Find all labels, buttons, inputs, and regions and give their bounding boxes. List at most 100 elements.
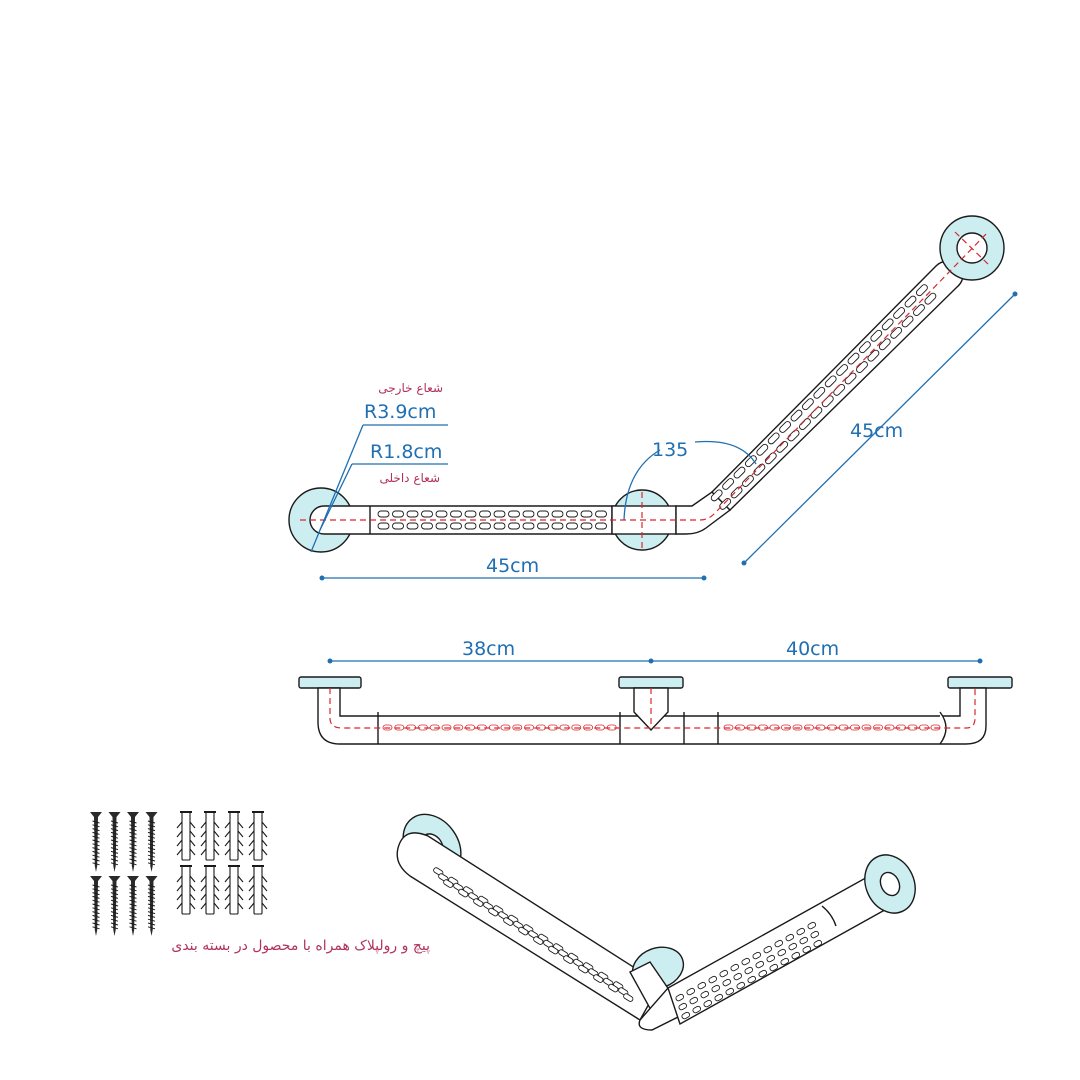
grip-slot xyxy=(711,984,721,993)
grip-slot xyxy=(700,990,710,999)
right-span: 40cm xyxy=(786,638,839,660)
grip-slot xyxy=(722,978,732,987)
wall-plug-icon-group xyxy=(176,811,268,915)
grip-slot xyxy=(856,361,868,374)
grip-slot xyxy=(767,432,780,445)
grip-slot xyxy=(733,466,746,479)
grip-slot xyxy=(796,927,806,936)
grip-slot xyxy=(870,329,883,342)
grip-slot xyxy=(421,510,433,518)
grip-slot xyxy=(758,969,768,978)
grip-slot xyxy=(473,898,484,907)
grip-slot xyxy=(776,440,789,453)
top-bar-grip-slots xyxy=(377,510,607,530)
grip-slot xyxy=(753,463,766,476)
grip-slot xyxy=(678,1002,688,1011)
grip-slot xyxy=(392,522,404,530)
screw-icon-group xyxy=(90,812,158,936)
grip-slot xyxy=(435,510,448,518)
grip-slot xyxy=(537,510,549,518)
grip-slot xyxy=(566,510,578,518)
screw-icon xyxy=(90,876,102,936)
grip-slot xyxy=(791,951,801,960)
grip-slot xyxy=(742,475,754,488)
grip-slot xyxy=(421,522,433,530)
grip-slot xyxy=(551,510,564,518)
inner-radius-label: شعاع داخلی xyxy=(379,471,440,485)
grip-slot xyxy=(493,522,506,530)
side-right-flange xyxy=(947,676,1013,689)
grip-slot xyxy=(764,452,777,465)
grip-slot xyxy=(736,981,746,990)
grip-slot xyxy=(593,974,604,983)
grip-slot xyxy=(730,963,740,972)
grip-slot xyxy=(785,933,795,942)
grip-slot xyxy=(722,478,735,490)
grip-slot xyxy=(730,486,743,499)
outer-radius-value: R3.9cm xyxy=(364,401,436,423)
grip-slot xyxy=(503,917,514,926)
grip-slot xyxy=(755,960,765,969)
grip-slot xyxy=(493,510,506,518)
wall-plug-icon xyxy=(200,811,220,861)
grip-slot xyxy=(377,522,390,530)
grip-slot xyxy=(392,510,404,518)
outer-radius-label: شعاع خارجی xyxy=(378,381,443,396)
grip-slot xyxy=(915,284,928,297)
grip-slot xyxy=(858,341,871,354)
grip-slot xyxy=(878,338,891,351)
grip-slot xyxy=(744,455,757,468)
diagonal-bar xyxy=(711,260,964,511)
grip-slot xyxy=(450,510,462,518)
grip-slot xyxy=(708,975,718,984)
grip-slot xyxy=(741,957,751,966)
grip-slot xyxy=(508,510,520,518)
grip-slot xyxy=(813,939,823,948)
grip-slot xyxy=(406,522,419,530)
wall-plug-icon xyxy=(224,865,244,915)
screw-icon xyxy=(90,812,102,872)
grip-slot xyxy=(580,510,593,518)
grip-slot xyxy=(924,292,937,305)
top-view: شعاع خارجی R3.9cm R1.8cm شعاع داخلی 135 … xyxy=(288,215,1018,581)
wall-plug-icon xyxy=(176,865,196,915)
grip-slot xyxy=(458,888,469,898)
grip-slot xyxy=(844,372,857,385)
grip-slot xyxy=(901,315,914,328)
grip-slot xyxy=(406,510,419,518)
grip-slot xyxy=(799,936,809,945)
grip-slot xyxy=(479,522,491,530)
grip-slot xyxy=(443,879,454,888)
grip-slot xyxy=(537,522,549,530)
grip-slot xyxy=(533,936,544,945)
side-view: 38cm 40cm xyxy=(298,638,1013,745)
grip-slot xyxy=(714,993,724,1002)
wall-plug-icon xyxy=(224,811,244,861)
grip-slot xyxy=(774,939,784,948)
grip-slot xyxy=(744,966,754,975)
iso-right-bar-grip-slots xyxy=(675,921,823,1020)
grip-slot xyxy=(904,295,917,308)
hardware-caption: پیچ و رولپلاک همراه با محصول در بسته بند… xyxy=(171,938,430,954)
grip-slot xyxy=(563,955,574,964)
grip-slot xyxy=(623,993,634,1002)
grip-slot xyxy=(752,951,762,960)
grip-slot xyxy=(435,522,448,530)
grip-slot xyxy=(551,522,564,530)
grip-slot xyxy=(802,945,812,954)
grip-slot xyxy=(595,522,607,530)
left-span: 38cm xyxy=(462,638,515,660)
screw-icon xyxy=(108,876,121,936)
grip-slot xyxy=(681,1011,691,1020)
grip-slot xyxy=(813,386,826,399)
grip-slot xyxy=(578,964,589,974)
grip-slot xyxy=(788,942,798,951)
diagonal-length: 45cm xyxy=(850,420,903,442)
grip-slot xyxy=(790,409,803,422)
angle-value: 135 xyxy=(652,439,688,461)
grip-slot xyxy=(780,957,790,966)
grip-slot xyxy=(703,999,713,1008)
wall-plug-icon xyxy=(248,865,268,915)
grip-slot xyxy=(769,963,779,972)
grip-slot xyxy=(608,983,619,993)
